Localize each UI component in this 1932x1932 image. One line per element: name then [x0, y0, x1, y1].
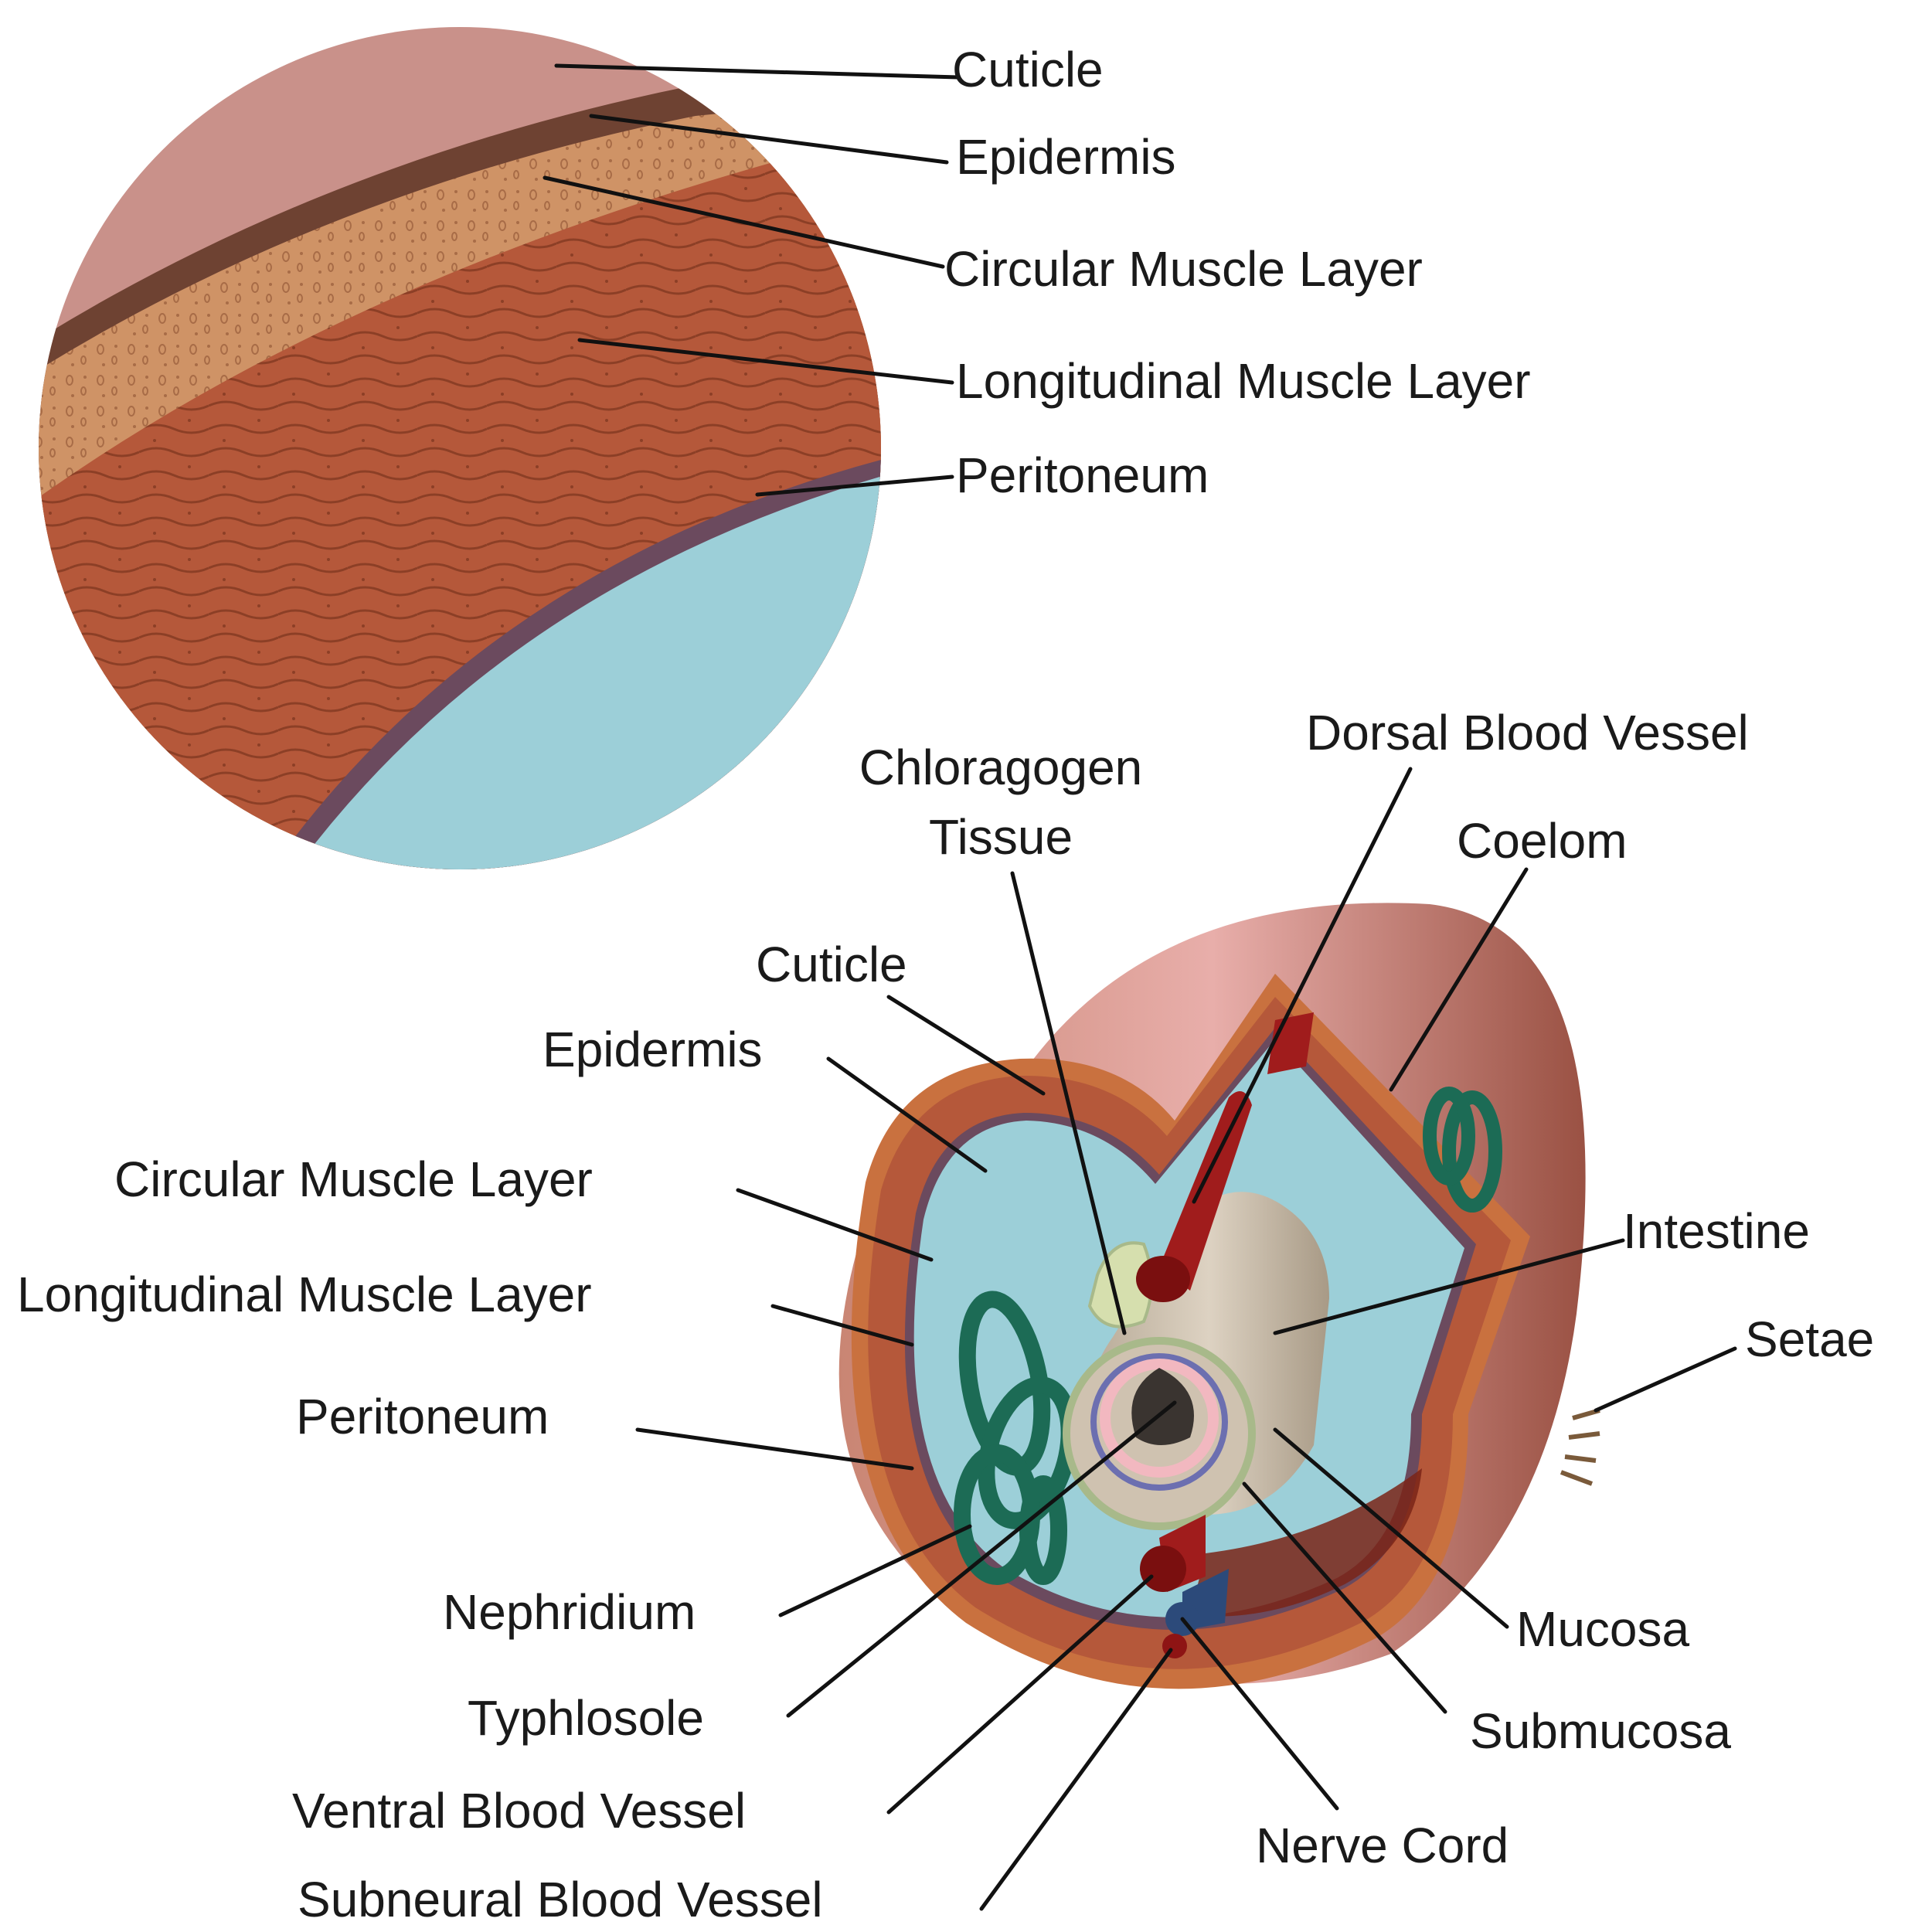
nephridium-upper [1423, 1087, 1502, 1213]
label-ventral-blood-vessel: Ventral Blood Vessel [292, 1783, 746, 1838]
label-coelom: Coelom [1457, 813, 1628, 869]
label-longitudinal-muscle-magnified: Longitudinal Muscle Layer [956, 353, 1531, 409]
label-peritoneum-magnified: Peritoneum [956, 447, 1209, 503]
magnified-body-wall-view [39, 27, 881, 869]
nephridium [954, 1291, 1078, 1585]
dorsal-blood-vessel [1159, 1091, 1252, 1291]
magnified-view-labels: Cuticle Epidermis Circular Muscle Layer … [944, 42, 1531, 503]
setae [1560, 1408, 1600, 1486]
dorsal-vessel-cut [1136, 1256, 1190, 1302]
label-cuticle-magnified: Cuticle [952, 42, 1104, 97]
label-chloragogen-line1: Chloragogen [859, 740, 1143, 795]
cross-section-labels: Chloragogen Tissue Dorsal Blood Vessel C… [17, 705, 1874, 1927]
label-chloragogen-line2: Tissue [929, 809, 1073, 865]
mucosa-ring [1100, 1359, 1219, 1478]
label-peritoneum: Peritoneum [296, 1389, 549, 1444]
label-nephridium: Nephridium [443, 1584, 696, 1640]
label-circular-muscle: Circular Muscle Layer [114, 1151, 593, 1207]
label-intestine: Intestine [1623, 1203, 1810, 1259]
submucosa-ring [1090, 1353, 1228, 1491]
ventral-vessel-cut [1140, 1546, 1186, 1592]
label-setae: Setae [1745, 1311, 1874, 1367]
label-submucosa: Submucosa [1470, 1703, 1731, 1759]
label-longitudinal-muscle: Longitudinal Muscle Layer [17, 1267, 592, 1322]
label-nerve-cord: Nerve Cord [1256, 1818, 1509, 1873]
label-subneural-blood-vessel: Subneural Blood Vessel [298, 1872, 823, 1927]
earthworm-cross-section [838, 903, 1600, 1689]
label-cuticle: Cuticle [756, 937, 907, 992]
label-circular-muscle-magnified: Circular Muscle Layer [944, 241, 1423, 297]
label-epidermis: Epidermis [543, 1022, 763, 1077]
leader-lines [543, 63, 1737, 1911]
label-mucosa: Mucosa [1516, 1601, 1690, 1657]
label-epidermis-magnified: Epidermis [956, 129, 1176, 185]
label-typhlosole: Typhlosole [468, 1690, 704, 1746]
label-dorsal-blood-vessel: Dorsal Blood Vessel [1306, 705, 1749, 760]
